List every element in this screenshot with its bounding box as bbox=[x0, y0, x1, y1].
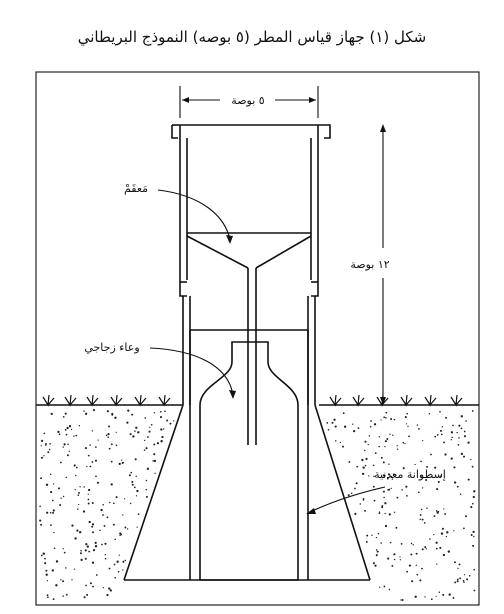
gauge-body bbox=[179, 125, 319, 405]
soil-texture bbox=[39, 409, 476, 602]
bottle-callout: وعاء زجاجي bbox=[84, 341, 236, 399]
grass-tufts bbox=[42, 394, 463, 407]
height-dimension: ١٢ بوصة bbox=[350, 124, 390, 405]
gauge-rim bbox=[171, 124, 331, 139]
bottle-label: وعاء زجاجي bbox=[84, 341, 139, 354]
outer-casing bbox=[123, 404, 371, 581]
diagram-frame bbox=[35, 71, 480, 606]
funnel bbox=[186, 232, 312, 445]
figure-caption: شكل (١) جهاز قياس المطر (٥ بوصه) النموذج… bbox=[77, 28, 427, 46]
width-dimension: ٥ بوصة bbox=[179, 86, 319, 118]
width-dim-label: ٥ بوصة bbox=[231, 94, 264, 107]
metal-cylinder bbox=[189, 329, 309, 580]
cylinder-label: إسطوانة معدنية bbox=[374, 468, 446, 481]
glass-bottle bbox=[199, 341, 299, 581]
cylinder-callout: إسطوانة معدنية bbox=[306, 468, 446, 514]
height-dim-label: ١٢ بوصة bbox=[350, 258, 389, 271]
funnel-callout: مَعقَمْ bbox=[124, 182, 233, 244]
funnel-label: مَعقَمْ bbox=[124, 182, 148, 195]
